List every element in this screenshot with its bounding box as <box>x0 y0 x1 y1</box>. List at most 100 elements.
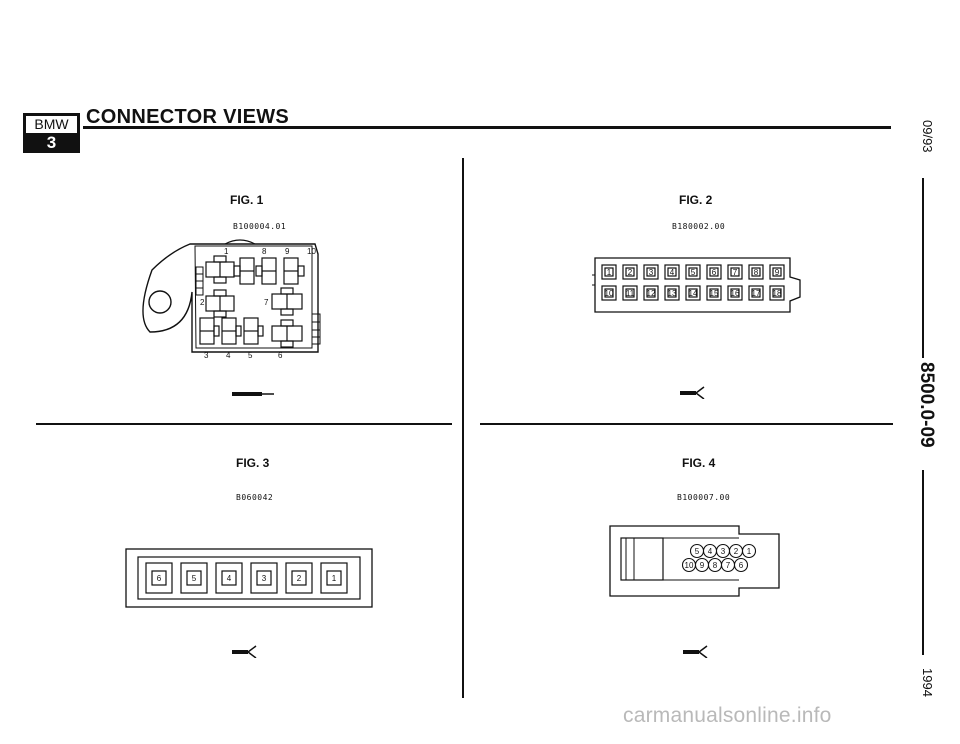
fig-3-pin-label: 6 <box>157 574 162 583</box>
fig-2-pin <box>622 285 638 301</box>
fig-2-pin <box>601 264 617 280</box>
fig-2-pin-label: 6 <box>712 268 717 277</box>
watermark: carmanualsonline.info <box>623 704 832 727</box>
fig-2-view-direction-icon <box>680 386 705 399</box>
logo-series: 3 <box>26 134 77 151</box>
fig-2-pin <box>643 285 659 301</box>
fig-4-pin <box>741 543 757 559</box>
fig-2-pin <box>706 264 722 280</box>
page-title: CONNECTOR VIEWS <box>86 106 290 128</box>
fig-3-pin <box>250 562 278 594</box>
fig-2-pin <box>769 285 785 301</box>
fig-2-pin <box>727 264 743 280</box>
fig-2-pin-label: 13 <box>668 289 677 298</box>
fig-3-pin <box>215 562 243 594</box>
fig-2-code: B180002.00 <box>672 222 726 231</box>
sidebar-section-number: 8500.0-09 <box>916 362 937 448</box>
fig-2-pin <box>664 285 680 301</box>
fig-1-pin-label: 6 <box>278 351 283 360</box>
title-underline <box>83 126 891 129</box>
fig-2-pin <box>643 264 659 280</box>
fig-4-label: FIG. 4 <box>682 456 716 470</box>
fig-2-pin-label: 5 <box>691 268 696 277</box>
fig-2-pin-label: 4 <box>670 268 675 277</box>
page-sidebar: 09/93 8500.0-09 1994 <box>905 100 940 710</box>
fig-2-pin-label: 16 <box>731 289 740 298</box>
fig-3-pin-socket <box>256 570 272 586</box>
fig-2-pin-socket <box>772 288 782 298</box>
fig-2-pin-label: 2 <box>628 268 633 277</box>
fig-3-code: B060042 <box>236 493 274 502</box>
fig-2-pin-label: 8 <box>754 268 759 277</box>
fig-3-pin <box>145 562 173 594</box>
fig-1-pin-label: 4 <box>226 351 231 360</box>
fig-4-pin-label: 3 <box>721 547 726 556</box>
fig-2-pin <box>685 285 701 301</box>
fig-4-pin-label: 7 <box>726 561 731 570</box>
fig-2-pin-socket <box>625 288 635 298</box>
fig-4-pin-label: 10 <box>685 561 694 570</box>
fig-3-pin-socket <box>221 570 237 586</box>
fig-2-pin-socket <box>667 288 677 298</box>
fig-3-connector-diagram: 6 5 4 3 2 1 <box>125 548 373 608</box>
fig-4-pin-label: 9 <box>700 561 705 570</box>
fig-2-pin <box>685 264 701 280</box>
fig-3-pin <box>285 562 313 594</box>
fig-2-pin-label: 14 <box>689 289 698 298</box>
fig-2-pin-label: 1 <box>607 268 612 277</box>
horizontal-divider-left <box>36 423 452 425</box>
fig-4-pin-label: 1 <box>747 547 752 556</box>
fig-3-pin-socket <box>151 570 167 586</box>
fig-2-pin <box>601 285 617 301</box>
fig-2-pin-socket <box>604 288 614 298</box>
bmw-3-series-logo: BMW 3 <box>23 113 80 153</box>
fig-2-pin-socket <box>646 288 656 298</box>
fig-2-pin-label: 7 <box>733 268 738 277</box>
fig-4-code: B100007.00 <box>677 493 731 502</box>
fig-4-view-direction-icon <box>683 645 708 658</box>
fig-2-pin-socket <box>688 288 698 298</box>
fig-4-pin-label: 6 <box>739 561 744 570</box>
fig-2-pin-socket <box>751 267 761 277</box>
fig-4-pin <box>733 557 749 573</box>
fig-2-pin-socket <box>730 288 740 298</box>
fig-4-pin-label: 8 <box>713 561 718 570</box>
fig-2-pin-socket <box>688 267 698 277</box>
fig-2-pin-label: 18 <box>773 289 782 298</box>
fig-2-pin-label: 10 <box>605 289 614 298</box>
fig-2-pin <box>706 285 722 301</box>
sidebar-date: 09/93 <box>920 120 935 153</box>
fig-4-pin-label: 2 <box>734 547 739 556</box>
fig-1-code: B100004.01 <box>233 222 287 231</box>
fig-2-pin-socket <box>604 267 614 277</box>
sidebar-rule <box>922 470 924 655</box>
fig-3-pin-label: 4 <box>227 574 232 583</box>
fig-3-pin-label: 3 <box>262 574 267 583</box>
fig-2-pin <box>664 264 680 280</box>
sidebar-rule <box>922 178 924 358</box>
fig-3-pin-label: 5 <box>192 574 197 583</box>
fig-2-pin-socket <box>709 267 719 277</box>
fig-2-pin-label: 9 <box>775 268 780 277</box>
fig-2-pin-socket <box>730 267 740 277</box>
sidebar-year: 1994 <box>920 668 935 697</box>
fig-1-view-direction-icon <box>232 392 274 396</box>
fig-2-pin <box>748 285 764 301</box>
fig-1-pin-label: 2 <box>200 298 205 307</box>
vertical-divider <box>462 158 464 698</box>
fig-1-pin-label: 9 <box>285 247 290 256</box>
fig-2-pin <box>727 285 743 301</box>
fig-2-pin-socket <box>646 267 656 277</box>
fig-2-pin-socket <box>751 288 761 298</box>
fig-3-pin-socket <box>291 570 307 586</box>
fig-3-pin-socket <box>326 570 342 586</box>
fig-1-pin-label: 7 <box>264 298 269 307</box>
fig-1-pin-label: 10 <box>307 247 316 256</box>
fig-3-pin-label: 2 <box>297 574 302 583</box>
fig-1-pin-label: 8 <box>262 247 267 256</box>
fig-3-pin-label: 1 <box>332 574 337 583</box>
fig-2-pin-label: 11 <box>626 289 635 298</box>
fig-1-pin-label: 5 <box>248 351 253 360</box>
fig-2-pin-socket <box>709 288 719 298</box>
